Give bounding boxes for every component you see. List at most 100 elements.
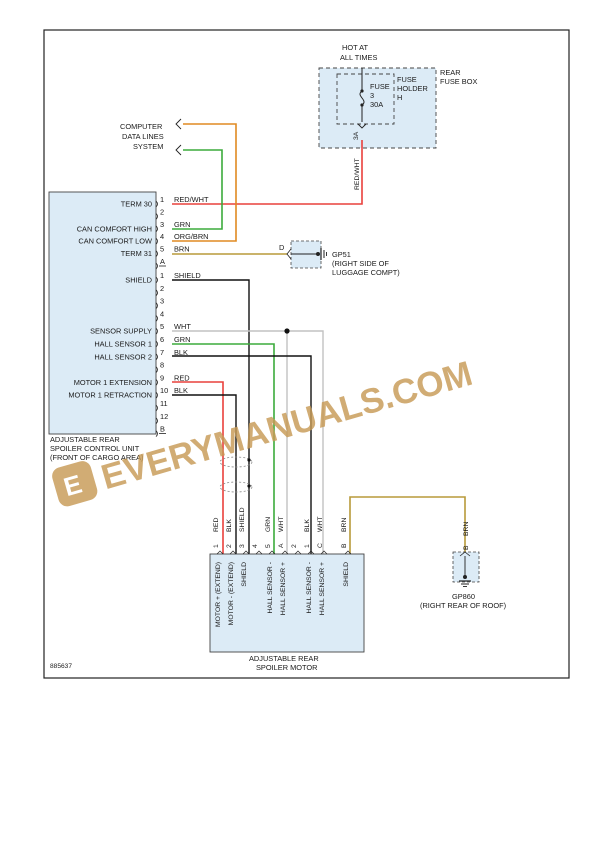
conn-a-wire-0: RED/WHT: [174, 195, 209, 204]
fuse-pin-label: 3A: [353, 131, 360, 140]
motor-function-7: HALL SENSOR -: [306, 562, 313, 614]
wire-brn-gp860: [349, 496, 466, 556]
spoiler-control-unit: ADJUSTABLE REAR SPOILER CONTROL UNIT (FR…: [48, 191, 209, 462]
conn-b-pin-1: 2: [160, 284, 164, 293]
data-lines-connector-icon-2: [175, 144, 182, 156]
conn-b-pin-7: 8: [160, 361, 164, 370]
motor-pin-2: 3: [239, 544, 246, 548]
conn-a-pin-2: 3: [160, 220, 164, 229]
wire-shield-main: [172, 279, 250, 554]
motor-wire-9: BRN: [341, 518, 348, 532]
conn-b-pin-2: 3: [160, 297, 164, 306]
wire-grn-can-high: [172, 149, 223, 230]
conn-a-terminal-icon-2: [155, 225, 158, 233]
fuse-number: 3: [370, 91, 374, 100]
gp860-location: (RIGHT REAR OF ROOF): [420, 601, 506, 610]
motor-title-line1: ADJUSTABLE REAR: [249, 654, 319, 663]
conn-a-label-2: CAN COMFORT HIGH: [77, 224, 152, 233]
fuse-holder-label-line3: H: [397, 93, 402, 102]
conn-b-pin-12: B: [160, 425, 165, 434]
wire-grn-hall-sensor-1: [172, 343, 275, 554]
watermark-logo-icon: [52, 461, 98, 507]
conn-b-terminal-icon-0: [155, 276, 158, 284]
motor-pin-1: 2: [226, 544, 233, 548]
conn-b-pin-4: 5: [160, 322, 164, 331]
conn-b-label-6: HALL SENSOR 2: [94, 352, 152, 361]
wire-org-brn-can-low: [172, 123, 237, 242]
gp860-ground-terminal: [463, 575, 467, 579]
conn-b-label-4: SENSOR SUPPLY: [90, 327, 152, 336]
control-unit-box: [48, 191, 157, 435]
conn-a-terminal-icon-4: [155, 250, 158, 257]
motor-terminal-icon-2: [242, 550, 250, 555]
motor-function-4: HALL SENSOR -: [267, 562, 274, 614]
computer-data-lines: COMPUTER DATA LINES SYSTEM: [120, 118, 182, 156]
rear-fuse-box-label-line1: REAR: [440, 68, 461, 77]
gp51-box: [290, 240, 322, 269]
motor-terminal-icon-7: [307, 550, 315, 555]
conn-b-terminal-icon-3: [155, 315, 158, 322]
conn-b-terminal-icon-4: [155, 327, 158, 335]
data-lines-connector-icon-1: [175, 118, 182, 130]
conn-b-terminal-icon-11: [155, 417, 158, 425]
conn-b-wire-5: GRN: [174, 335, 190, 344]
conn-b-pin-5: 6: [160, 335, 164, 344]
motor-terminal-icon-8: [320, 550, 328, 555]
control-unit-title-line1: ADJUSTABLE REAR: [50, 435, 120, 444]
conn-b-label-8: MOTOR 1 EXTENSION: [74, 378, 152, 387]
control-unit-title-line2: SPOILER CONTROL UNIT: [50, 444, 140, 453]
control-unit-title-line3: (FRONT OF CARGO AREA): [50, 453, 143, 462]
motor-pin-3: 4: [252, 544, 259, 548]
rear-fuse-box-label-line2: FUSE BOX: [440, 77, 477, 86]
conn-b-pin-10: 11: [160, 399, 168, 408]
gp51-ground: D GP51 (RIGHT SIDE OF LUGGAGE COMPT): [279, 240, 400, 277]
motor-pin-5: A: [278, 543, 285, 548]
fuse-rating: 30A: [370, 100, 383, 109]
conn-b-terminal-icon-5: [155, 340, 158, 348]
motor-title-line2: SPOILER MOTOR: [256, 663, 317, 672]
motor-pin-7: 1: [304, 544, 311, 548]
conn-b-pin-8: 9: [160, 373, 164, 382]
wire-splice-dot: [284, 328, 290, 334]
motor-pin-4: 5: [265, 544, 272, 548]
conn-a-wire-4: BRN: [174, 245, 190, 254]
conn-a-terminal-icon-5: [155, 262, 158, 270]
conn-b-pin-0: 1: [160, 271, 164, 280]
motor-terminal-icon-4: [268, 550, 276, 555]
conn-b-wire-4: WHT: [174, 322, 191, 331]
gp860-wire-label: BRN: [463, 522, 470, 536]
wire-wht-sensor-supply: [172, 330, 324, 554]
conn-a-label-4: TERM 31: [121, 249, 152, 258]
fuse-holder-outline: [336, 73, 395, 125]
motor-function-2: SHIELD: [241, 562, 248, 587]
diagram-frame: [43, 29, 570, 679]
motor-wire-2: SHIELD: [239, 507, 246, 532]
conn-a-terminal-icon-0: [155, 200, 158, 208]
motor-box: [209, 553, 365, 653]
conn-b-terminal-icon-9: [155, 391, 158, 399]
motor-function-9: SHIELD: [343, 562, 350, 587]
gp51-name: GP51: [332, 250, 351, 259]
motor-function-1: MOTOR - (EXTEND): [228, 562, 235, 625]
conn-b-terminal-icon-7: [155, 366, 158, 373]
fuse-icon: [359, 90, 365, 106]
conn-b-pin-11: 12: [160, 412, 168, 421]
conn-a-label-0: TERM 30: [121, 200, 152, 209]
conn-b-terminal-icon-8: [155, 379, 158, 386]
fuse-holder-label-line1: FUSE: [397, 75, 417, 84]
conn-a-wire-3: ORG/BRN: [174, 232, 209, 241]
conn-b-wire-9: BLK: [174, 386, 188, 395]
motor-terminal-icon-3: [255, 550, 263, 555]
motor-wire-1: BLK: [226, 519, 233, 532]
diagram-number: 885637: [50, 663, 72, 670]
fuse-box-connector-icon: [357, 123, 367, 129]
gp51-connector-icon: [286, 248, 292, 260]
motor-function-0: MOTOR + (EXTEND): [215, 562, 222, 627]
motor-terminal-icon-0: [216, 550, 224, 555]
conn-a-wire-2: GRN: [174, 220, 190, 229]
